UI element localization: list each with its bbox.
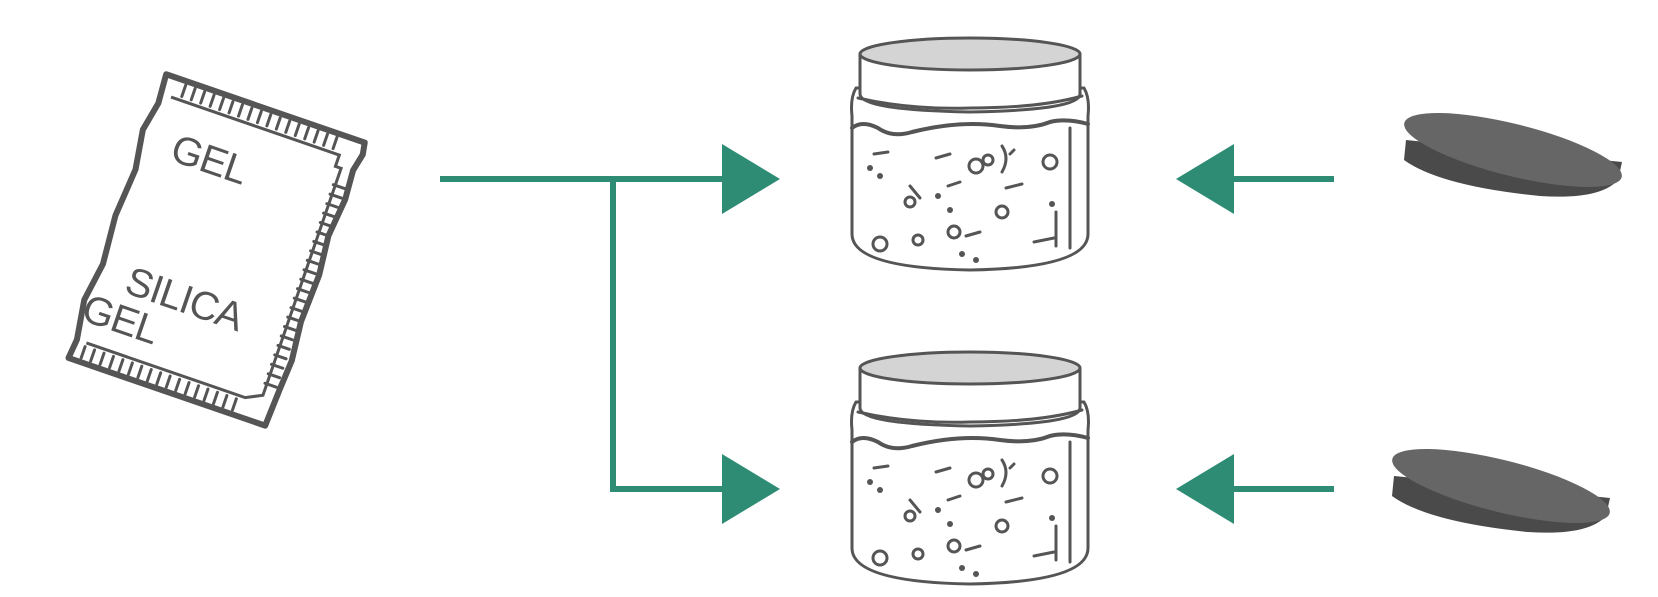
arrowhead-to-bottom-jar (722, 454, 780, 524)
arrow-from-top-disc (1176, 144, 1334, 214)
arrow-from-bottom-disc (1176, 454, 1334, 524)
jar-icon (849, 36, 1091, 272)
branching-arrow (440, 144, 780, 524)
branch-down-line (610, 179, 730, 492)
jar-icon (849, 350, 1091, 586)
dark-disc-icon (1386, 433, 1616, 539)
arrowhead-to-top-jar (722, 144, 780, 214)
silica-gel-packet-icon: GEL SILICA GEL (65, 71, 368, 429)
dark-disc-icon (1398, 97, 1628, 203)
